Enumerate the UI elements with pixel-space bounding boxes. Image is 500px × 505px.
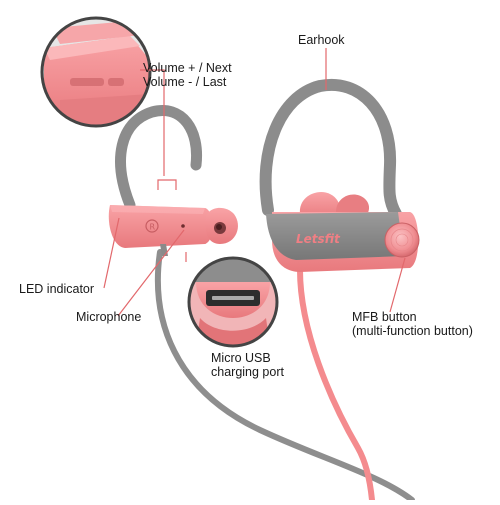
- label-led-indicator: LED indicator: [19, 282, 95, 296]
- volume-leader: [140, 69, 165, 176]
- label-microphone: Microphone: [76, 310, 142, 324]
- label-volume-minus: Volume - / Last: [143, 75, 227, 89]
- label-volume-plus: Volume + / Next: [143, 61, 232, 75]
- mfb-leader: [389, 257, 406, 313]
- label-mfb-line2: (multi-function button): [352, 324, 473, 338]
- microphone-leader: [117, 229, 185, 317]
- usb-port-closeup: [187, 256, 279, 348]
- volume-bracket: [157, 179, 177, 190]
- right-earhook: [259, 78, 402, 220]
- brand-logo: Letsfit: [296, 232, 341, 246]
- grey-cable: [154, 249, 415, 503]
- pink-cable: [297, 267, 375, 503]
- mfb-button: [384, 222, 420, 258]
- led-indicator: [181, 224, 185, 228]
- leader-lines: [103, 48, 406, 317]
- volume-buttons-closeup: [40, 16, 152, 128]
- svg-text:R: R: [150, 223, 156, 232]
- left-earbud-body: [108, 205, 213, 248]
- label-earhook: Earhook: [298, 33, 345, 47]
- left-earhook: [115, 105, 203, 211]
- left-r-button: [145, 219, 159, 233]
- label-micro-usb-line1: Micro USB: [211, 351, 271, 365]
- label-mfb-line1: MFB button: [352, 310, 417, 324]
- led-leader: [103, 217, 120, 289]
- label-micro-usb-line2: charging port: [211, 365, 284, 379]
